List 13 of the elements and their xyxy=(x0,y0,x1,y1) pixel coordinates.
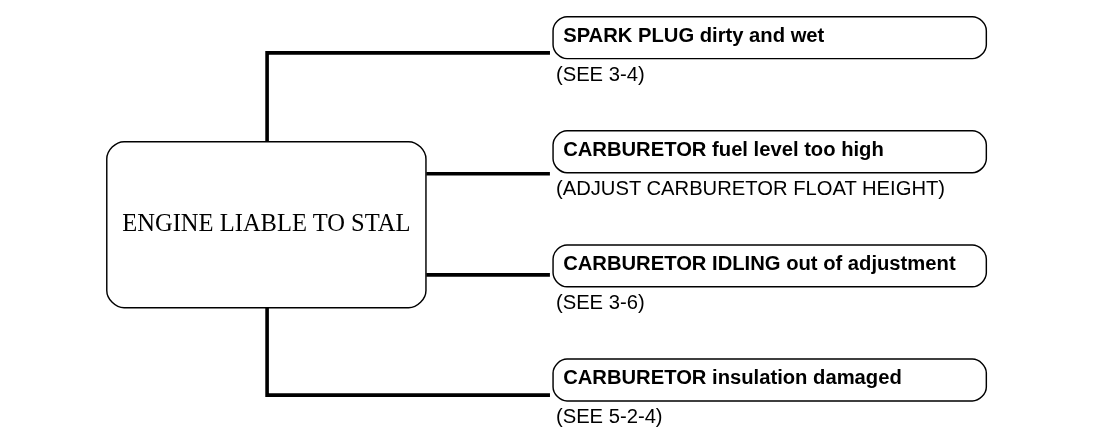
node-box: SPARK PLUG dirty and wet xyxy=(551,16,987,60)
node-box: CARBURETOR fuel level too high xyxy=(551,130,987,174)
node-box: CARBURETOR IDLING out of adjustment xyxy=(551,244,987,288)
node-box: CARBURETOR insulation damaged xyxy=(551,358,987,402)
connector xyxy=(264,307,550,397)
node-label: (SEE 3-6) xyxy=(555,290,645,313)
node-label: (SEE 5-2-4) xyxy=(555,404,663,427)
connector xyxy=(264,51,550,142)
connector xyxy=(425,273,550,277)
node-label: (ADJUST CARBURETOR FLOAT HEIGHT) xyxy=(555,176,945,199)
connector xyxy=(425,172,550,176)
node-label: (SEE 3-4) xyxy=(555,62,645,85)
node-box: ENGINE LIABLE TO STAL xyxy=(105,140,427,309)
